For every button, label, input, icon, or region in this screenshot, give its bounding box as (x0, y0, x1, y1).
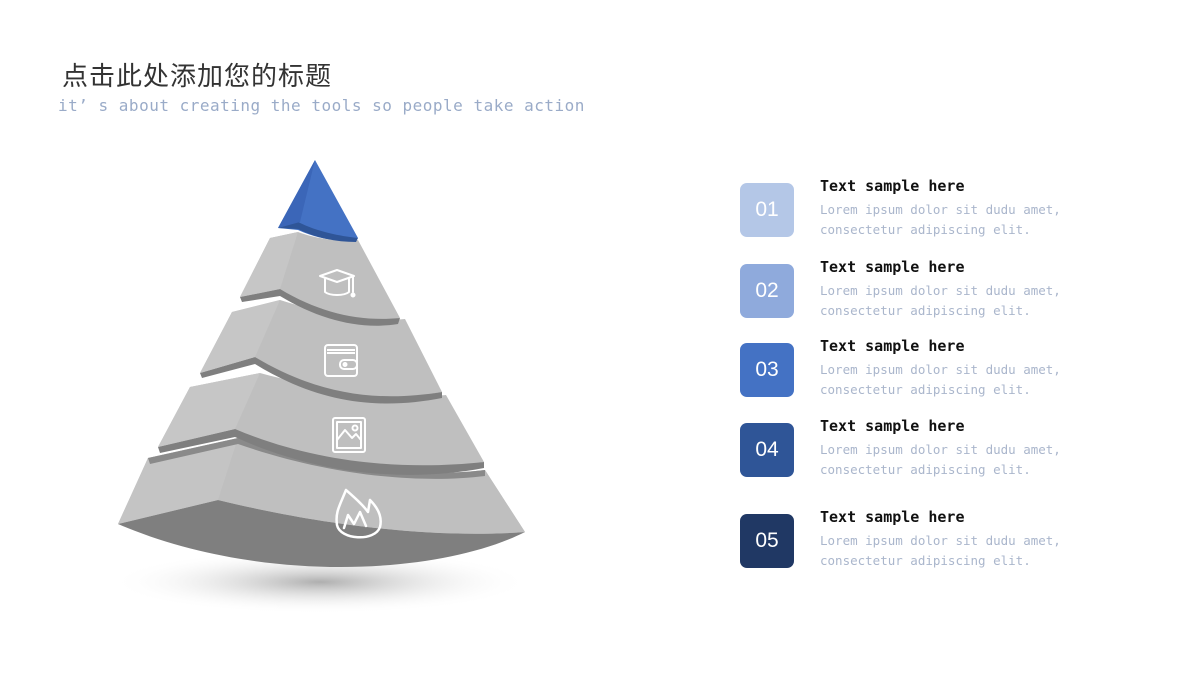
item-description-line-2: consectetur adipiscing elit. (820, 382, 1031, 397)
pyramid-diagram (110, 160, 530, 614)
item-description-line-1: Lorem ipsum dolor sit dudu amet, (820, 442, 1061, 457)
item-description-line-1: Lorem ipsum dolor sit dudu amet, (820, 283, 1061, 298)
number-badge: 04 (740, 423, 794, 477)
item-description-line-1: Lorem ipsum dolor sit dudu amet, (820, 202, 1061, 217)
list-item: 05 Text sample here Lorem ipsum dolor si… (740, 508, 1160, 574)
item-title: Text sample here (820, 417, 965, 435)
item-description-line-2: consectetur adipiscing elit. (820, 222, 1031, 237)
item-description-line-2: consectetur adipiscing elit. (820, 462, 1031, 477)
item-description: Lorem ipsum dolor sit dudu amet, consect… (820, 281, 1120, 321)
flame-icon (335, 488, 382, 539)
item-title: Text sample here (820, 508, 965, 526)
pyramid-level-5 (118, 438, 525, 568)
list-item: 02 Text sample here Lorem ipsum dolor si… (740, 258, 1160, 324)
item-description: Lorem ipsum dolor sit dudu amet, consect… (820, 360, 1120, 400)
item-description-line-1: Lorem ipsum dolor sit dudu amet, (820, 362, 1061, 377)
item-description: Lorem ipsum dolor sit dudu amet, consect… (820, 200, 1120, 240)
item-title: Text sample here (820, 337, 965, 355)
number-badge: 03 (740, 343, 794, 397)
number-badge: 02 (740, 264, 794, 318)
pyramid-shadow (110, 550, 530, 614)
slide-subtitle: it’ s about creating the tools so people… (58, 96, 585, 115)
list-item: 01 Text sample here Lorem ipsum dolor si… (740, 177, 1160, 243)
item-description: Lorem ipsum dolor sit dudu amet, consect… (820, 531, 1120, 571)
pyramid-level-1 (278, 160, 358, 242)
slide-title: 点击此处添加您的标题 (62, 62, 333, 92)
list-item: 03 Text sample here Lorem ipsum dolor si… (740, 337, 1160, 403)
item-description-line-2: consectetur adipiscing elit. (820, 553, 1031, 568)
item-description-line-2: consectetur adipiscing elit. (820, 303, 1031, 318)
item-title: Text sample here (820, 258, 965, 276)
wallet-icon (324, 344, 358, 377)
item-description: Lorem ipsum dolor sit dudu amet, consect… (820, 440, 1120, 480)
number-badge: 01 (740, 183, 794, 237)
image-icon (332, 417, 366, 453)
number-badge: 05 (740, 514, 794, 568)
item-description-line-1: Lorem ipsum dolor sit dudu amet, (820, 533, 1061, 548)
graduation-cap-icon (319, 269, 356, 298)
item-title: Text sample here (820, 177, 965, 195)
list-item: 04 Text sample here Lorem ipsum dolor si… (740, 417, 1160, 483)
